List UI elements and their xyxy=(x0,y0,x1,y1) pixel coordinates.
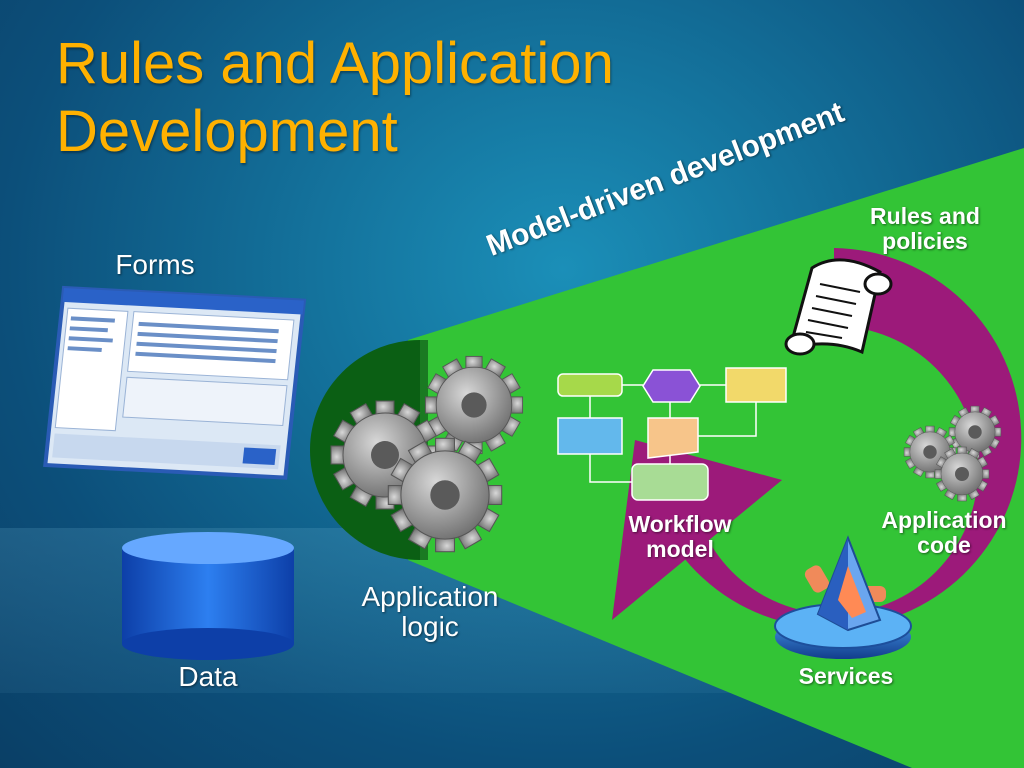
scroll-icon xyxy=(784,258,893,356)
application-code-line-1: Application xyxy=(881,507,1007,533)
rules-policies-label: Rules and policies xyxy=(850,204,1000,254)
application-code-label: Application code xyxy=(864,508,1024,558)
application-logic-label: Application logic xyxy=(336,582,524,642)
application-logic-line-1: Application xyxy=(361,581,499,612)
application-code-line-2: code xyxy=(917,532,971,558)
workflow-flowchart xyxy=(557,367,787,501)
forms-screenshot-icon xyxy=(43,285,307,480)
cycle-ring xyxy=(644,248,1022,628)
services-label: Services xyxy=(798,663,894,689)
title-line-2: Development xyxy=(56,99,398,164)
rules-line-1: Rules and xyxy=(870,203,980,229)
workflow-line-1: Workflow xyxy=(628,511,732,537)
forms-label: Forms xyxy=(115,249,195,280)
data-label: Data xyxy=(178,661,238,692)
workflow-model-label: Workflow model xyxy=(608,512,752,562)
rules-line-2: policies xyxy=(882,228,968,254)
page-title: Rules and Application Development xyxy=(56,30,614,166)
title-line-1: Rules and Application xyxy=(56,31,614,96)
database-cylinder-icon xyxy=(122,532,294,660)
application-logic-line-2: logic xyxy=(401,611,459,642)
workflow-line-2: model xyxy=(646,536,714,562)
services-prism-icon xyxy=(774,535,912,659)
